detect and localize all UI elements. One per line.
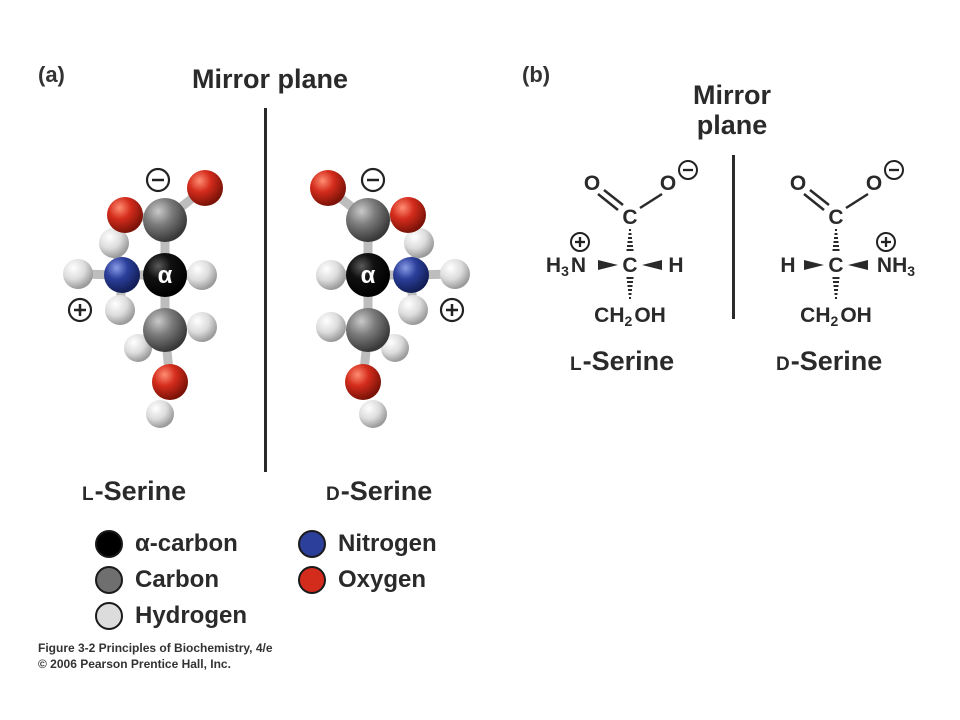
alpha-carbon: C: [828, 254, 843, 277]
panel-b-mirror-title: Mirror plane: [692, 80, 771, 141]
legend-item-nitrogen: Nitrogen: [298, 526, 437, 562]
carboxylate-oxygen: O: [660, 172, 676, 195]
alpha-hydrogen: H: [668, 254, 683, 277]
alpha-carbon-swatch: [95, 530, 123, 558]
oxygen-atom: [152, 364, 188, 400]
nitrogen-atom: [393, 257, 429, 293]
plus-charge-icon: [570, 232, 590, 252]
caption-line-2: © 2006 Pearson Prentice Hall, Inc.: [38, 657, 231, 671]
wedge-bond-right: [642, 260, 662, 270]
l-serine-label-a: L-Serine: [82, 476, 187, 506]
d-serine-label-a: D-Serine: [326, 476, 433, 506]
oxygen-atom: [345, 364, 381, 400]
amino-group: NH3: [877, 254, 915, 279]
carbonyl-oxygen: O: [790, 172, 806, 195]
hydrogen-atom: [63, 259, 93, 289]
oxygen-atom: [390, 197, 426, 233]
nitrogen-atom: [104, 257, 140, 293]
alpha-carbon-atom: [143, 253, 187, 297]
legend-column-right: Nitrogen Oxygen: [298, 526, 437, 598]
hydrogen-atom: [99, 228, 129, 258]
double-bond: [803, 189, 830, 211]
oxygen-atom: [107, 197, 143, 233]
hydrogen-atom: [187, 260, 217, 290]
legend-item-hydrogen: Hydrogen: [95, 598, 247, 634]
d-serine-structural-formula: O O C C H NH3 CH2OH: [780, 160, 915, 329]
single-bond: [639, 192, 663, 210]
hydrogen-atom: [146, 400, 174, 428]
legend-item-alpha-carbon: α-carbon: [95, 526, 247, 562]
hydrogen-atom: [316, 260, 346, 290]
carbonyl-oxygen: O: [584, 172, 600, 195]
alpha-hydrogen: H: [780, 254, 795, 277]
figure-caption: Figure 3-2 Principles of Biochemistry, 4…: [38, 640, 273, 672]
alpha-symbol: α: [361, 262, 376, 289]
wedge-bond-left: [598, 260, 618, 270]
panel-a-mirror-line: [264, 108, 267, 472]
side-chain: CH2OH: [594, 304, 666, 329]
plus-charge-icon: [67, 297, 93, 323]
plus-charge-icon: [876, 232, 896, 252]
carbon-atom: [346, 198, 390, 242]
carboxyl-carbon: C: [622, 206, 637, 229]
hydrogen-atom: [359, 400, 387, 428]
oxygen-atom: [187, 170, 223, 206]
d-serine-label-b: D-Serine: [776, 346, 883, 376]
legend-item-carbon: Carbon: [95, 562, 247, 598]
minus-charge-icon: [360, 167, 386, 193]
panel-a-mirror-title: Mirror plane: [191, 64, 349, 94]
hydrogen-atom: [124, 334, 152, 362]
hydrogen-atom: [381, 334, 409, 362]
hashed-bond-down: [626, 277, 634, 299]
caption-line-1: Figure 3-2 Principles of Biochemistry, 4…: [38, 641, 273, 655]
hashed-bond-up: [832, 229, 840, 251]
legend-item-oxygen: Oxygen: [298, 562, 437, 598]
wedge-bond-right: [848, 260, 868, 270]
minus-charge-icon: [884, 160, 904, 180]
carbon-atom: [143, 308, 187, 352]
panel-a-label: (a): [38, 62, 65, 87]
d-serine-3d-model: α: [310, 167, 470, 428]
minus-charge-icon: [678, 160, 698, 180]
oxygen-atom: [310, 170, 346, 206]
carboxylate-oxygen: O: [866, 172, 882, 195]
hashed-bond-down: [832, 277, 840, 299]
alpha-symbol: α: [158, 262, 173, 289]
hydrogen-atom: [398, 295, 428, 325]
panel-b-label: (b): [522, 62, 551, 87]
nitrogen-swatch: [298, 530, 326, 558]
carbon-atom: [346, 308, 390, 352]
alpha-carbon-atom: [346, 253, 390, 297]
legend-column-left: α-carbon Carbon Hydrogen: [95, 526, 247, 634]
hydrogen-atom: [316, 312, 346, 342]
hydrogen-atom: [404, 228, 434, 258]
wedge-bond-left: [804, 260, 824, 270]
oxygen-swatch: [298, 566, 326, 594]
l-serine-label-b: L-Serine: [570, 346, 675, 376]
amino-group: H3N: [546, 254, 586, 279]
plus-charge-icon: [439, 297, 465, 323]
hydrogen-atom: [105, 295, 135, 325]
carbon-atom: [143, 198, 187, 242]
panel-b-mirror-line: [732, 155, 735, 319]
double-bond: [597, 189, 624, 211]
alpha-carbon: C: [622, 254, 637, 277]
hydrogen-atom: [187, 312, 217, 342]
hashed-bond-up: [626, 229, 634, 251]
l-serine-structural-formula: O O C C H3N H CH2OH: [546, 160, 698, 329]
l-serine-3d-model: α: [63, 167, 223, 428]
carboxyl-carbon: C: [828, 206, 843, 229]
carbon-swatch: [95, 566, 123, 594]
single-bond: [845, 192, 869, 210]
side-chain: CH2OH: [800, 304, 872, 329]
hydrogen-swatch: [95, 602, 123, 630]
hydrogen-atom: [440, 259, 470, 289]
minus-charge-icon: [145, 167, 171, 193]
